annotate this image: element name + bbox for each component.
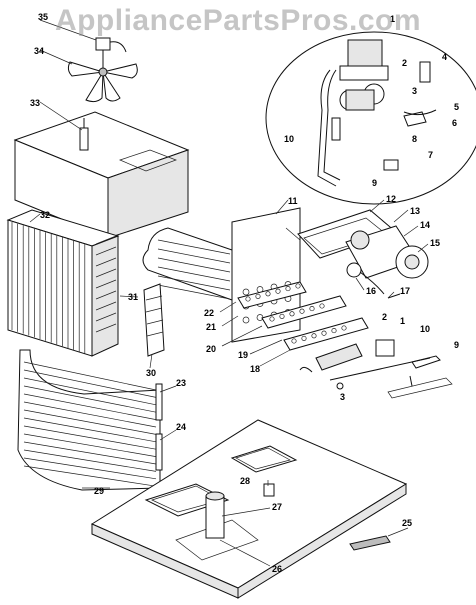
callout-16: 16 [366,286,376,296]
callout-labels: 35 34 33 32 31 30 29 28 27 26 25 24 23 2… [30,12,459,574]
callout-28: 28 [240,476,250,486]
callout-4-inset: 4 [442,52,447,62]
callout-7-inset: 7 [428,150,433,160]
callout-6-inset: 6 [452,118,457,128]
heater-assembly [297,209,429,299]
callout-9-lower: 9 [454,340,459,350]
callout-22: 22 [204,308,214,318]
top-housing [13,111,190,239]
leader-lines [29,19,429,567]
gas-valve-center [299,339,453,399]
callout-19: 19 [238,350,248,360]
burner-manifold [237,281,369,351]
callout-2-lower: 2 [382,312,387,322]
callout-8-inset: 8 [412,134,417,144]
callout-13: 13 [410,206,420,216]
bracket-30 [143,283,165,357]
callout-12: 12 [386,194,396,204]
callout-1-inset: 1 [390,14,395,24]
callout-5-inset: 5 [454,102,459,112]
callout-30: 30 [146,368,156,378]
callout-3-lower: 3 [340,392,345,402]
evaporator-coil [142,207,301,343]
base-pan [90,419,408,599]
callout-14: 14 [420,220,430,230]
fan-motor-assembly [67,37,138,103]
callout-15: 15 [430,238,440,248]
wrapper-shroud [17,349,163,491]
callout-24: 24 [176,422,186,432]
callout-9-inset: 9 [372,178,377,188]
callout-11: 11 [288,196,298,206]
callout-31: 31 [128,292,138,302]
condenser-coil [6,209,120,357]
callout-21: 21 [206,322,216,332]
callout-20: 20 [206,344,216,354]
callout-1-lower: 1 [400,316,405,326]
callout-10-inset: 10 [284,134,294,144]
callout-17: 17 [400,286,410,296]
callout-26: 26 [272,564,282,574]
callout-33: 33 [30,98,40,108]
callout-27: 27 [272,502,282,512]
callout-18: 18 [250,364,260,374]
callout-35: 35 [38,12,48,22]
callout-32: 32 [40,210,50,220]
callout-34: 34 [34,46,44,56]
callout-29: 29 [94,486,104,496]
callout-23: 23 [176,378,186,388]
callout-10-lower: 10 [420,324,430,334]
gas-valve-inset [265,31,476,205]
callout-3-inset: 3 [412,86,417,96]
callout-2-inset: 2 [402,58,407,68]
callout-25: 25 [402,518,412,528]
